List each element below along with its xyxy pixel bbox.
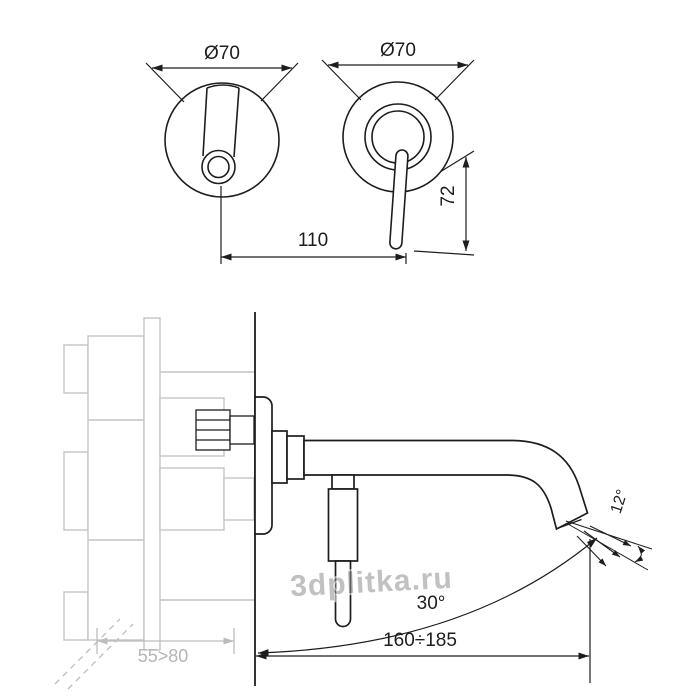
swivel-arc (257, 537, 598, 657)
dim-ext-line (321, 59, 362, 101)
handle-lever-front (389, 149, 409, 250)
reach-label: 160÷185 (383, 630, 457, 651)
wall-depth-label: 55>80 (138, 646, 189, 666)
dim-ext-line (434, 59, 475, 101)
tilt-angle-label: 12° (608, 487, 632, 515)
dim-wall-depth: 55>80 (96, 628, 235, 666)
concealed-cartridge (195, 409, 255, 451)
valve-diameter-label: Ø70 (380, 40, 416, 61)
spout-collar-2 (286, 435, 305, 480)
dim-centers-distance: 110 (220, 186, 407, 264)
concealed-block (63, 591, 89, 641)
dim-handle-length: 72 (413, 150, 475, 256)
break-line (67, 623, 134, 690)
concealed-block (63, 344, 89, 394)
dim-reach: 160÷185 (256, 539, 591, 683)
concealed-block (63, 451, 89, 531)
spout-collar (271, 430, 288, 484)
concealed-housing (87, 335, 145, 641)
centers-distance-label: 110 (298, 230, 328, 251)
spout-diameter-label: Ø70 (204, 43, 240, 64)
concealed-body (63, 317, 255, 651)
dim-swivel-angle: 30° (257, 537, 598, 657)
valve-front-view (342, 81, 454, 250)
angle-ref-line (565, 520, 653, 550)
spout-taper-front (202, 84, 240, 158)
dim-tilt-angle: 12° (565, 487, 653, 571)
concealed-pipes (88, 371, 254, 601)
handle-length-label: 72 (438, 185, 459, 206)
spout-outlet-inner (207, 155, 230, 179)
spout-escutcheon-circle (164, 82, 280, 198)
handle-neck (331, 474, 355, 490)
section-break-lines (54, 618, 134, 690)
dim-ext-line (145, 62, 185, 103)
dim-ext-line (260, 62, 299, 102)
break-line (54, 618, 121, 685)
concealed-valve-lower (159, 467, 225, 531)
concealed-connector (223, 477, 255, 521)
side-view: 12° 30° 160÷185 55>80 3dplitka.ru (54, 312, 653, 690)
swivel-angle-label: 30° (417, 593, 446, 614)
cartridge-hatch (196, 419, 230, 441)
water-flow-arrows (576, 525, 632, 567)
angle-arc (634, 545, 646, 563)
concealed-mounting-plate (143, 317, 161, 651)
spout-side (303, 439, 589, 531)
front-view: Ø70 Ø70 110 72 (145, 40, 475, 264)
angle-ref-line (567, 523, 649, 571)
dim-spout-diameter: Ø70 (145, 43, 299, 103)
spout-front-view (164, 82, 280, 198)
dim-valve-diameter: Ø70 (321, 40, 475, 101)
dim-ext-line (439, 150, 475, 173)
handle-sleeve (327, 488, 359, 562)
cartridge-adapter (229, 415, 255, 445)
spout-tip-rim (558, 518, 582, 529)
escutcheon-plate-side (254, 396, 273, 535)
dim-ext-line (413, 250, 475, 256)
